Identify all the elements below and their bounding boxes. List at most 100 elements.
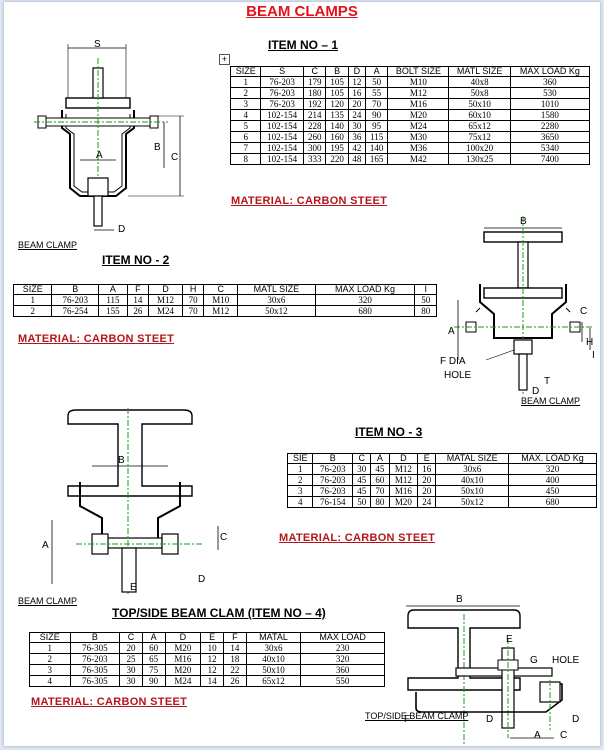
table-cell: 26 xyxy=(222,675,247,687)
table-cell: 70 xyxy=(370,485,390,497)
table-cell: 7400 xyxy=(509,153,591,165)
column-header: I xyxy=(414,284,437,295)
table-cell: 4 xyxy=(286,496,314,508)
table-cell: 76-203 xyxy=(260,87,304,99)
column-header: D xyxy=(164,632,202,643)
table-cell: 76-203 xyxy=(260,76,304,88)
table-cell: 450 xyxy=(508,485,597,497)
table-cell: M24 xyxy=(387,120,450,132)
table-cell: 55 xyxy=(364,87,389,99)
table-cell: 14 xyxy=(222,642,247,654)
item3-caption: BEAM CLAMP xyxy=(18,596,78,606)
table-cell: 14 xyxy=(126,294,150,306)
lower-eye xyxy=(513,339,533,355)
table-cell: 2 xyxy=(12,305,53,317)
table-cell: 2 xyxy=(29,653,71,665)
column-header: E xyxy=(417,453,437,464)
table-cell: M16 xyxy=(387,98,450,110)
item1-clamp-drawing: S A B C D xyxy=(34,39,184,235)
table-cell: 333 xyxy=(302,153,327,165)
label-t2: T xyxy=(544,376,550,387)
page-title: BEAM CLAMPS xyxy=(246,3,358,20)
table-cell: 40x10 xyxy=(245,653,302,665)
table-cell: 50x12 xyxy=(237,305,316,317)
table-cell: 70 xyxy=(181,294,205,306)
table-cell: M30 xyxy=(387,131,450,143)
table-cell: 102-154 xyxy=(260,142,304,154)
expand-table-icon[interactable]: + xyxy=(219,54,230,65)
item3-material: MATERIAL: CARBON STEET xyxy=(279,532,436,544)
item1-heading: ITEM NO – 1 xyxy=(268,38,339,52)
table-cell: 16 xyxy=(347,87,366,99)
table-cell: 140 xyxy=(364,142,389,154)
table-cell: 36 xyxy=(347,131,366,143)
column-header: MATL SIZE xyxy=(448,66,511,77)
table-cell: 50x8 xyxy=(448,87,511,99)
table-cell: M24 xyxy=(164,675,202,687)
table-cell: 26 xyxy=(126,305,150,317)
table-cell: 2 xyxy=(229,87,262,99)
table-cell: 300 xyxy=(302,142,327,154)
table-cell: 50x10 xyxy=(435,485,510,497)
label-d3: D xyxy=(198,574,205,585)
column-header: B xyxy=(312,453,354,464)
table-cell: 3 xyxy=(286,485,314,497)
table-cell: M20 xyxy=(164,642,202,654)
label-hole: HOLE xyxy=(444,370,472,381)
label-b3: B xyxy=(118,455,125,466)
table-cell: 18 xyxy=(222,653,247,665)
table-cell: 25 xyxy=(119,653,143,665)
table-cell: 50 xyxy=(414,294,437,306)
column-header: BOLT SIZE xyxy=(387,66,450,77)
table-cell: 4 xyxy=(29,675,71,687)
table-cell: 76-203 xyxy=(69,653,121,665)
table-cell: 70 xyxy=(181,305,205,317)
table-cell: 102-154 xyxy=(260,131,304,143)
table-cell: 75 xyxy=(141,664,166,676)
column-header: F xyxy=(126,284,150,295)
table-cell: 195 xyxy=(325,142,349,154)
table-cell: 102-154 xyxy=(260,120,304,132)
table-cell: 76-254 xyxy=(51,305,100,317)
table-cell: 180 xyxy=(302,87,327,99)
label-d2: D xyxy=(532,386,539,397)
table-cell: 90 xyxy=(364,109,389,121)
table-cell: 1580 xyxy=(509,109,591,121)
table-cell: 42 xyxy=(347,142,366,154)
label-a4: A xyxy=(534,730,541,741)
column-header: B xyxy=(325,66,349,77)
item2-material: MATERIAL: CARBON STEET xyxy=(18,333,175,345)
column-header: MATAL xyxy=(245,632,302,643)
label-fdia: F DIA xyxy=(440,356,466,367)
table-cell: 90 xyxy=(141,675,166,687)
label-e3: E xyxy=(130,582,137,593)
column-header: MAX LOAD xyxy=(300,632,385,643)
table-cell: 76-305 xyxy=(69,642,121,654)
table-cell: M12 xyxy=(387,87,450,99)
table-cell: 20 xyxy=(417,474,437,486)
table-cell: M20 xyxy=(164,664,202,676)
label-s: S xyxy=(94,39,101,50)
table-cell: M42 xyxy=(387,153,450,165)
label-a2: A xyxy=(448,326,455,337)
column-header: C xyxy=(302,66,327,77)
column-header: MAX. LOAD Kg xyxy=(508,453,597,464)
item2-caption: BEAM CLAMP xyxy=(521,396,581,406)
item3-clamp-drawing: B A C E D xyxy=(42,408,227,594)
table-cell: 48 xyxy=(347,153,366,165)
column-header: A xyxy=(370,453,390,464)
table-cell: 260 xyxy=(302,131,327,143)
label-d: D xyxy=(118,224,125,235)
column-header: A xyxy=(98,284,128,295)
table-cell: M16 xyxy=(388,485,419,497)
item1-caption: BEAM CLAMP xyxy=(18,240,78,250)
